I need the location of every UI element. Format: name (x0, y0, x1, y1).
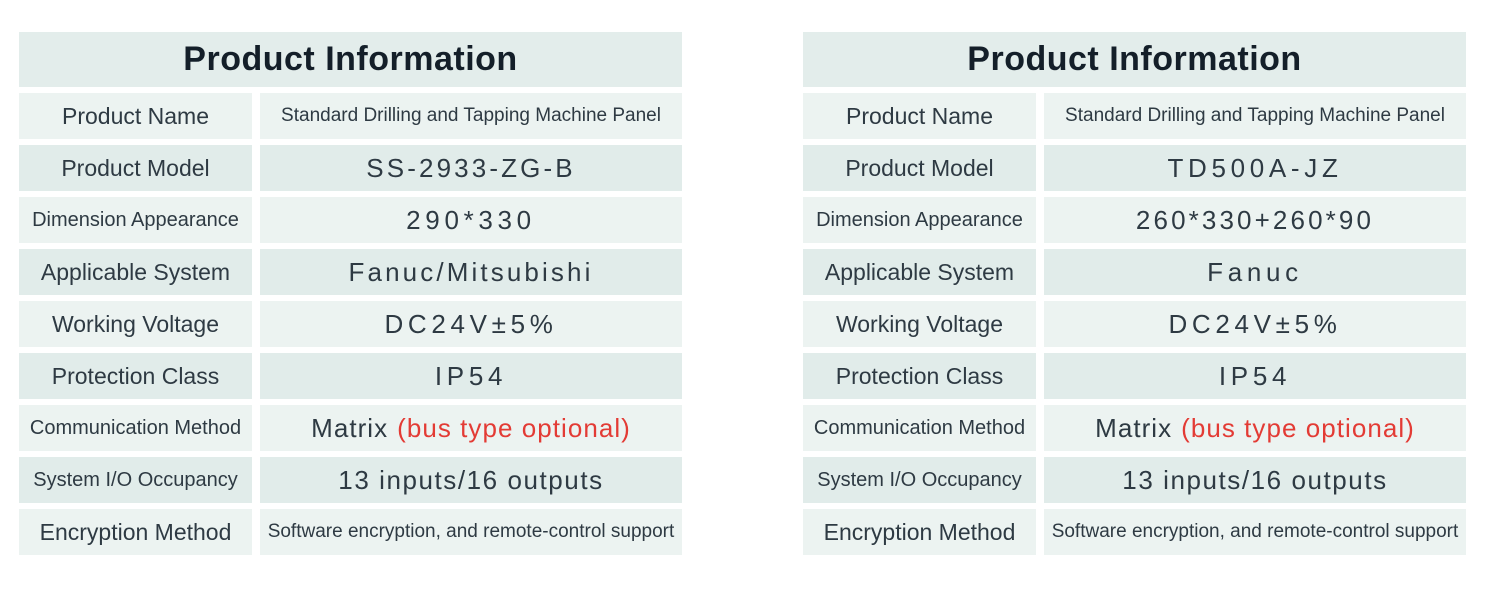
row-value: 13 inputs/16 outputs (260, 457, 682, 503)
row-label: Communication Method (19, 405, 252, 451)
row-value: SS-2933-ZG-B (260, 145, 682, 191)
row-value: Matrix (bus type optional) (260, 405, 682, 451)
table-row: Communication Method Matrix (bus type opti… (803, 405, 1466, 451)
row-label: System I/O Occupancy (803, 457, 1036, 503)
row-value: 290*330 (260, 197, 682, 243)
row-value: Matrix (bus type optional) (1044, 405, 1466, 451)
row-value: IP54 (260, 353, 682, 399)
row-value: DC24V±5% (260, 301, 682, 347)
row-label: Dimension Appearance (19, 197, 252, 243)
table-title: Product Information (19, 32, 682, 87)
row-label: Applicable System (19, 249, 252, 295)
table-title: Product Information (803, 32, 1466, 87)
row-value: Software encryption, and remote-control … (1044, 509, 1466, 555)
row-value-note-red: (bus type optional) (1181, 412, 1415, 443)
row-label: Encryption Method (19, 509, 252, 555)
row-label: Communication Method (803, 405, 1036, 451)
row-label: Product Model (19, 145, 252, 191)
row-label: Product Model (803, 145, 1036, 191)
row-value: Standard Drilling and Tapping Machine Pa… (1044, 93, 1466, 139)
row-value-main: Matrix (1095, 412, 1173, 443)
row-label: Product Name (19, 93, 252, 139)
row-label: Protection Class (19, 353, 252, 399)
row-label: Dimension Appearance (803, 197, 1036, 243)
row-value: 260*330+260*90 (1044, 197, 1466, 243)
row-label: Applicable System (803, 249, 1036, 295)
row-value: Standard Drilling and Tapping Machine Pa… (260, 93, 682, 139)
row-value: Fanuc/Mitsubishi (260, 249, 682, 295)
row-value: IP54 (1044, 353, 1466, 399)
row-value: DC24V±5% (1044, 301, 1466, 347)
row-value: TD500A-JZ (1044, 145, 1466, 191)
row-value-note-red: (bus type optional) (397, 412, 631, 443)
row-value: Software encryption, and remote-control … (260, 509, 682, 555)
row-label: Product Name (803, 93, 1036, 139)
row-label: Encryption Method (803, 509, 1036, 555)
row-label: Working Voltage (803, 301, 1036, 347)
row-label: System I/O Occupancy (19, 457, 252, 503)
row-value: Fanuc (1044, 249, 1466, 295)
row-value: 13 inputs/16 outputs (1044, 457, 1466, 503)
row-value-main: Matrix (311, 412, 389, 443)
row-label: Working Voltage (19, 301, 252, 347)
table-row: Communication Method Matrix (bus type opti… (19, 405, 682, 451)
row-label: Protection Class (803, 353, 1036, 399)
